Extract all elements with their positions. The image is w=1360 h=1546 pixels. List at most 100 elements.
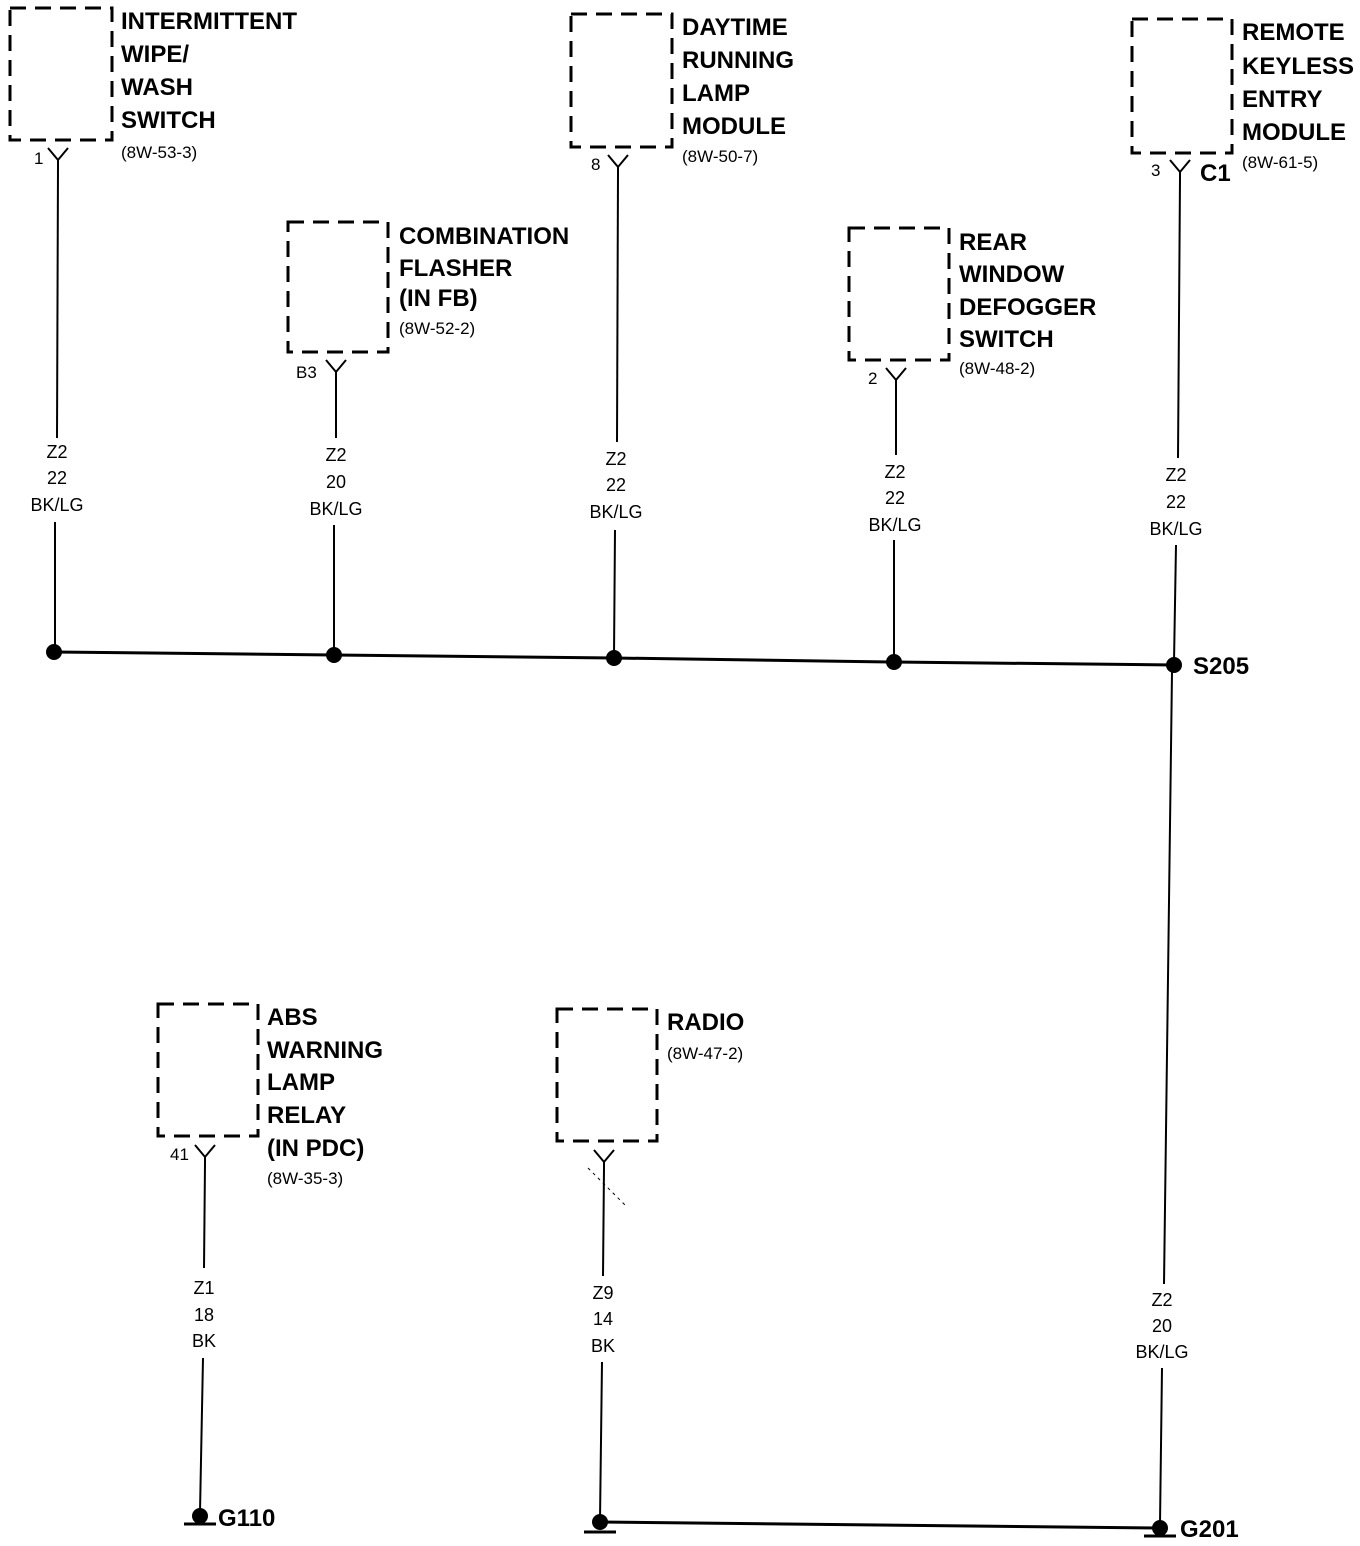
component-name-line: WARNING	[267, 1037, 383, 1064]
ground-label: G110	[218, 1505, 275, 1532]
wire-gauge: 18	[194, 1305, 214, 1325]
wire-gauge: 20	[326, 472, 346, 492]
component-box	[8, 6, 114, 142]
wire	[616, 172, 619, 443]
wire-label: Z9 14 BK	[591, 1283, 615, 1356]
wire	[602, 1167, 605, 1277]
wire-color: BK/LG	[1149, 519, 1202, 539]
component-name-line: ENTRY	[1242, 86, 1322, 113]
wire-color: BK/LG	[30, 495, 83, 515]
component-ref: (8W-61-5)	[1242, 153, 1318, 172]
wire-circuit: Z2	[1165, 465, 1186, 485]
component-ref: (8W-48-2)	[959, 359, 1035, 378]
wire	[613, 529, 616, 657]
pin-label: 3	[1151, 161, 1160, 180]
wire-label: Z2 22 BK/LG	[30, 442, 83, 515]
component-box	[1130, 17, 1234, 155]
wire-label: Z2 22 BK/LG	[589, 449, 642, 522]
wire-label: Z2 22 BK/LG	[868, 462, 921, 535]
wire	[599, 1361, 603, 1521]
component-remote-keyless-entry-module: REMOTE KEYLESS ENTRY MODULE (8W-61-5) 3 …	[1151, 19, 1354, 187]
ground-dot	[1152, 1520, 1168, 1536]
splice-dot	[46, 644, 62, 660]
connector-symbol	[325, 359, 347, 378]
component-name-line: REAR	[959, 229, 1027, 256]
connector-symbol	[194, 1144, 216, 1163]
component-ref: (8W-52-2)	[399, 319, 475, 338]
component-name-line: WASH	[121, 74, 193, 101]
ground-label: G201	[1180, 1516, 1239, 1543]
connector-symbol	[885, 367, 907, 386]
wire	[1163, 671, 1173, 1285]
connector-label: C1	[1200, 160, 1231, 187]
wire-circuit: Z2	[46, 442, 67, 462]
wire-gauge: 22	[1166, 492, 1186, 512]
component-box	[286, 220, 390, 354]
connector-symbol	[47, 147, 69, 166]
component-name-line: REMOTE	[1242, 19, 1345, 46]
component-radio: RADIO (8W-47-2)	[667, 1009, 744, 1063]
component-name-line: RUNNING	[682, 47, 794, 74]
wire	[1159, 1367, 1163, 1525]
component-name-line: (IN PDC)	[267, 1135, 364, 1162]
pin-label: B3	[296, 363, 317, 382]
component-name-line: COMBINATION	[399, 223, 569, 250]
wire-circuit: Z2	[605, 449, 626, 469]
wire-color: BK	[192, 1331, 216, 1351]
component-name-line: DEFOGGER	[959, 294, 1096, 321]
wire-label: Z2 20 BK/LG	[309, 445, 362, 519]
pin-label: 8	[591, 155, 600, 174]
component-name-line: WINDOW	[959, 261, 1065, 288]
connector-symbol	[607, 154, 629, 173]
wire-color: BK/LG	[589, 502, 642, 522]
component-name-line: FLASHER	[399, 255, 512, 282]
wire-circuit: Z1	[193, 1278, 214, 1298]
wire-label: Z2 20 BK/LG	[1135, 1290, 1188, 1362]
connector-symbol	[593, 1149, 615, 1168]
pin-label: 1	[34, 149, 43, 168]
pin-label: 41	[170, 1145, 189, 1164]
component-name-line: INTERMITTENT	[121, 8, 297, 35]
component-name-line: LAMP	[267, 1069, 335, 1096]
wire-color: BK/LG	[309, 499, 362, 519]
component-name-line: LAMP	[682, 80, 750, 107]
component-name-line: SWITCH	[959, 326, 1054, 353]
wire-gauge: 20	[1152, 1316, 1172, 1336]
component-box	[569, 12, 674, 149]
wire-gauge: 22	[606, 475, 626, 495]
wire-gauge: 22	[47, 468, 67, 488]
splice-label: S205	[1193, 653, 1249, 680]
wire-label: Z1 18 BK	[192, 1278, 216, 1351]
stray-mark	[587, 1167, 627, 1207]
component-intermittent-wipe-wash-switch: INTERMITTENT WIPE/ WASH SWITCH (8W-53-3)…	[34, 8, 297, 168]
component-box	[555, 1007, 659, 1143]
component-ref: (8W-47-2)	[667, 1044, 743, 1063]
wire-color: BK/LG	[1135, 1342, 1188, 1362]
component-name-line: DAYTIME	[682, 14, 788, 41]
ground-bus	[599, 1520, 1161, 1530]
splice-dot	[1166, 657, 1182, 673]
wire	[199, 1357, 204, 1513]
component-name-line: (IN FB)	[399, 285, 478, 312]
wire	[1177, 177, 1181, 459]
component-name-line: ABS	[267, 1004, 318, 1031]
wire-color: BK	[591, 1336, 615, 1356]
component-abs-warning-lamp-relay: ABS WARNING LAMP RELAY (IN PDC) (8W-35-3…	[170, 1004, 383, 1188]
splice-dot	[886, 654, 902, 670]
connector-symbol	[1169, 159, 1191, 178]
component-box	[156, 1002, 260, 1138]
component-name-line: RELAY	[267, 1102, 346, 1129]
wire-circuit: Z2	[325, 445, 346, 465]
component-combination-flasher: COMBINATION FLASHER (IN FB) (8W-52-2) B3	[296, 223, 569, 382]
component-ref: (8W-53-3)	[121, 143, 197, 162]
wire-gauge: 22	[885, 488, 905, 508]
wire-circuit: Z2	[1151, 1290, 1172, 1310]
wire-circuit: Z9	[592, 1283, 613, 1303]
component-ref: (8W-50-7)	[682, 147, 758, 166]
component-rear-window-defogger-switch: REAR WINDOW DEFOGGER SWITCH (8W-48-2) 2	[868, 229, 1096, 388]
pin-label: 2	[868, 369, 877, 388]
component-name-line: MODULE	[1242, 119, 1346, 146]
component-daytime-running-lamp-module: DAYTIME RUNNING LAMP MODULE (8W-50-7) 8	[591, 14, 794, 174]
wire-color: BK/LG	[868, 515, 921, 535]
